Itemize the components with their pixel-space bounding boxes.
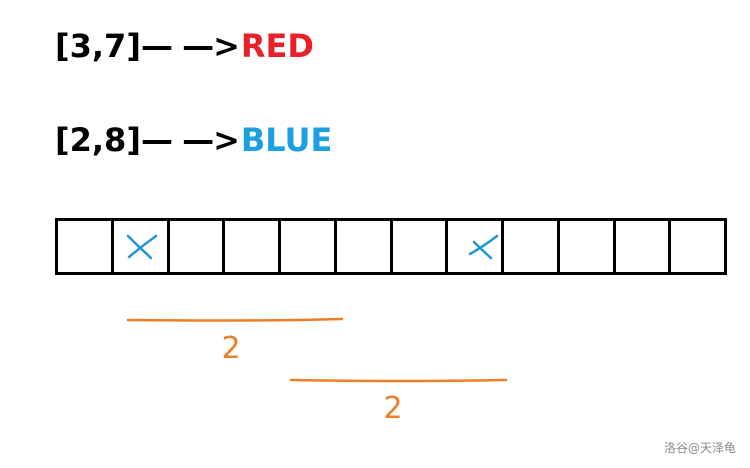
gap-bracket-2	[289, 378, 508, 383]
cell	[281, 221, 337, 272]
cell	[337, 221, 393, 272]
cell	[58, 221, 114, 272]
gap-label-1: 2	[221, 331, 240, 366]
rule-red: [3,7]— —>RED	[55, 30, 314, 62]
gap-bracket-1	[126, 317, 344, 322]
cell	[225, 221, 281, 272]
cross-mark-1	[126, 234, 158, 260]
cell	[504, 221, 560, 272]
rule-blue-color-name: BLUE	[240, 121, 333, 159]
cell-strip	[55, 218, 727, 275]
rule-red-interval: [3,7]	[55, 27, 141, 65]
cell-marked	[448, 221, 504, 272]
rule-blue-interval: [2,8]	[55, 121, 141, 159]
watermark: 洛谷@天泽龟	[663, 441, 736, 455]
gap-label-2: 2	[383, 391, 402, 426]
rule-red-color-name: RED	[240, 27, 314, 65]
cell	[560, 221, 616, 272]
cross-mark-2	[468, 234, 499, 260]
cell	[616, 221, 672, 272]
rule-red-arrow: — —>	[140, 27, 240, 65]
rule-blue-arrow: — —>	[140, 121, 240, 159]
cell-marked	[114, 221, 170, 272]
rule-blue: [2,8]— —>BLUE	[55, 124, 332, 156]
cell	[393, 221, 449, 272]
cell	[170, 221, 226, 272]
